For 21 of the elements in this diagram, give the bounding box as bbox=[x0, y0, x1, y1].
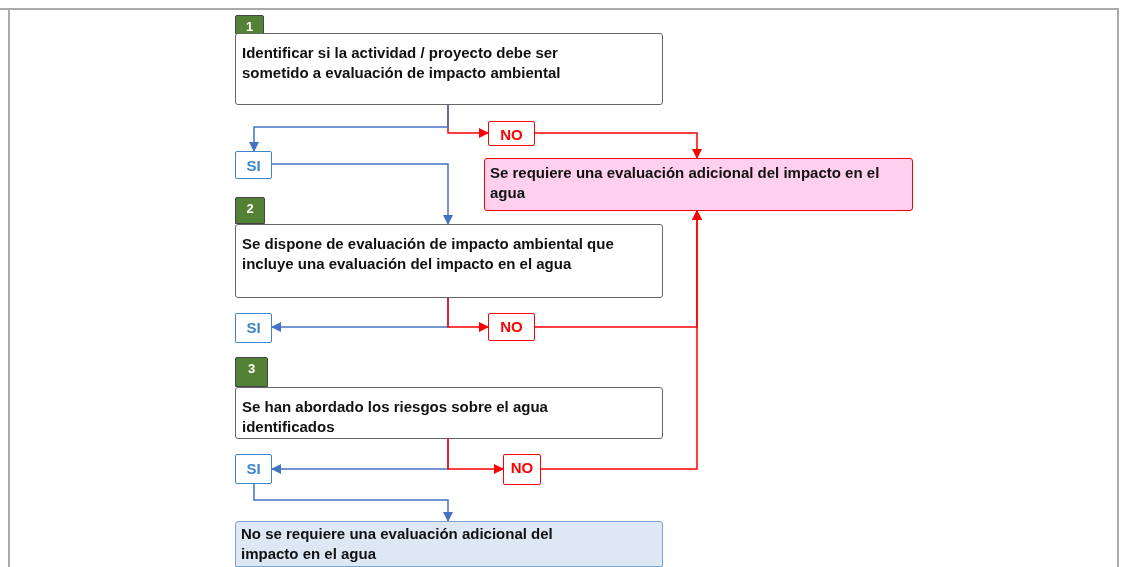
arrow bbox=[447, 438, 504, 474]
step-number-tag: 3 bbox=[235, 357, 268, 387]
yes-label-box: SI bbox=[235, 313, 272, 343]
arrow bbox=[534, 132, 702, 159]
result-box: No se requiere una evaluación adicional del impacto en el agua bbox=[235, 521, 663, 567]
no-label-box: NO bbox=[488, 313, 535, 341]
process-box: Se han abordado los riesgos sobre el agua identificados bbox=[235, 387, 663, 439]
arrow bbox=[447, 297, 489, 332]
yes-label-box: SI bbox=[235, 454, 272, 484]
step-number-tag: 1 bbox=[235, 15, 264, 34]
process-box: Se dispone de evaluación de impacto ambiental que incluye una evaluación del impacto en el agua bbox=[235, 224, 663, 298]
step-number-tag: 2 bbox=[235, 197, 265, 224]
arrow bbox=[253, 483, 453, 522]
arrow bbox=[249, 104, 449, 152]
arrow bbox=[271, 163, 453, 225]
no-label-box: NO bbox=[503, 454, 541, 485]
yes-label-box: SI bbox=[235, 151, 272, 179]
arrow bbox=[540, 210, 702, 470]
result-box: Se requiere una evaluación adicional del impacto en el agua bbox=[484, 158, 913, 211]
process-box: Identificar si la actividad / proyecto debe ser sometido a evaluación de impacto ambiental bbox=[235, 33, 663, 105]
no-label-box: NO bbox=[488, 121, 535, 146]
